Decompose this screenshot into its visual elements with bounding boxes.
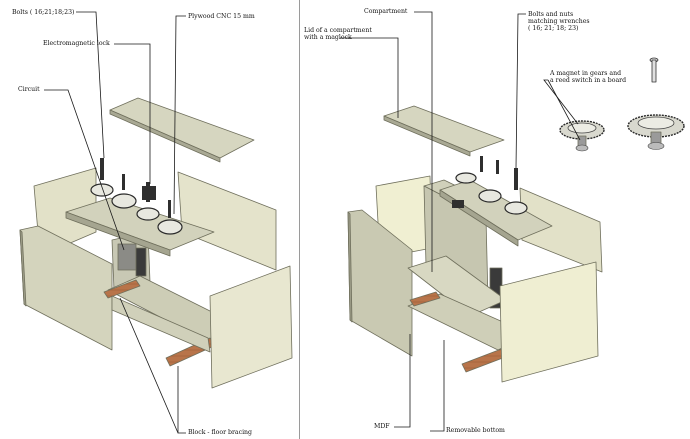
left-maglock-body [117, 243, 137, 271]
left-front-right-panel [209, 265, 293, 389]
leader-removable-bottom [430, 340, 445, 432]
left-top-lid [109, 97, 255, 159]
leader-lid [340, 37, 399, 118]
leader-bolts-left [76, 11, 105, 159]
label-bolts-right: Bolts and nuts matching wrenches ( 16; 2… [528, 11, 590, 32]
leader-lines [44, 11, 581, 434]
right-front-right-panel [499, 261, 599, 383]
loose-gear-2 [627, 114, 685, 150]
leader-mdf [394, 334, 411, 428]
label-electromagnetic-lock: Electromagnetic lock [43, 40, 110, 47]
leader-block-bracing [177, 366, 186, 434]
label-block-floor-bracing: Block - floor bracing [188, 429, 252, 436]
loose-bolt [649, 57, 659, 83]
label-plywood: Plywood CNC 15 mm [188, 13, 255, 20]
right-assembly [347, 57, 685, 383]
leader-bolts-right [515, 13, 526, 169]
leader-magnet-reed [543, 79, 579, 125]
leader-circuit [44, 89, 125, 251]
label-bolts-left: Bolts ( 16;21;18;23) [12, 9, 75, 16]
label-mdf: MDF [374, 423, 390, 430]
left-front-panel [19, 225, 113, 351]
label-magnet-reed: A magnet in gears and a reed switch in a… [550, 70, 627, 84]
leader-compartment [414, 11, 433, 272]
loose-gear-1 [559, 120, 605, 152]
label-compartment: Compartment [364, 8, 408, 15]
leader-plywood [173, 15, 186, 215]
label-lid: Lid of a compartment with a maglock [304, 27, 372, 41]
left-floor-bracing-1 [103, 279, 141, 299]
right-bracing-1 [409, 291, 441, 307]
left-right-panel [177, 171, 277, 271]
panel-divider [299, 0, 300, 439]
label-circuit: Circuit [18, 86, 40, 93]
leader-electromagnetic-lock [114, 43, 151, 184]
left-assembly [19, 97, 293, 389]
label-removable-bottom: Removable bottom [446, 427, 505, 434]
